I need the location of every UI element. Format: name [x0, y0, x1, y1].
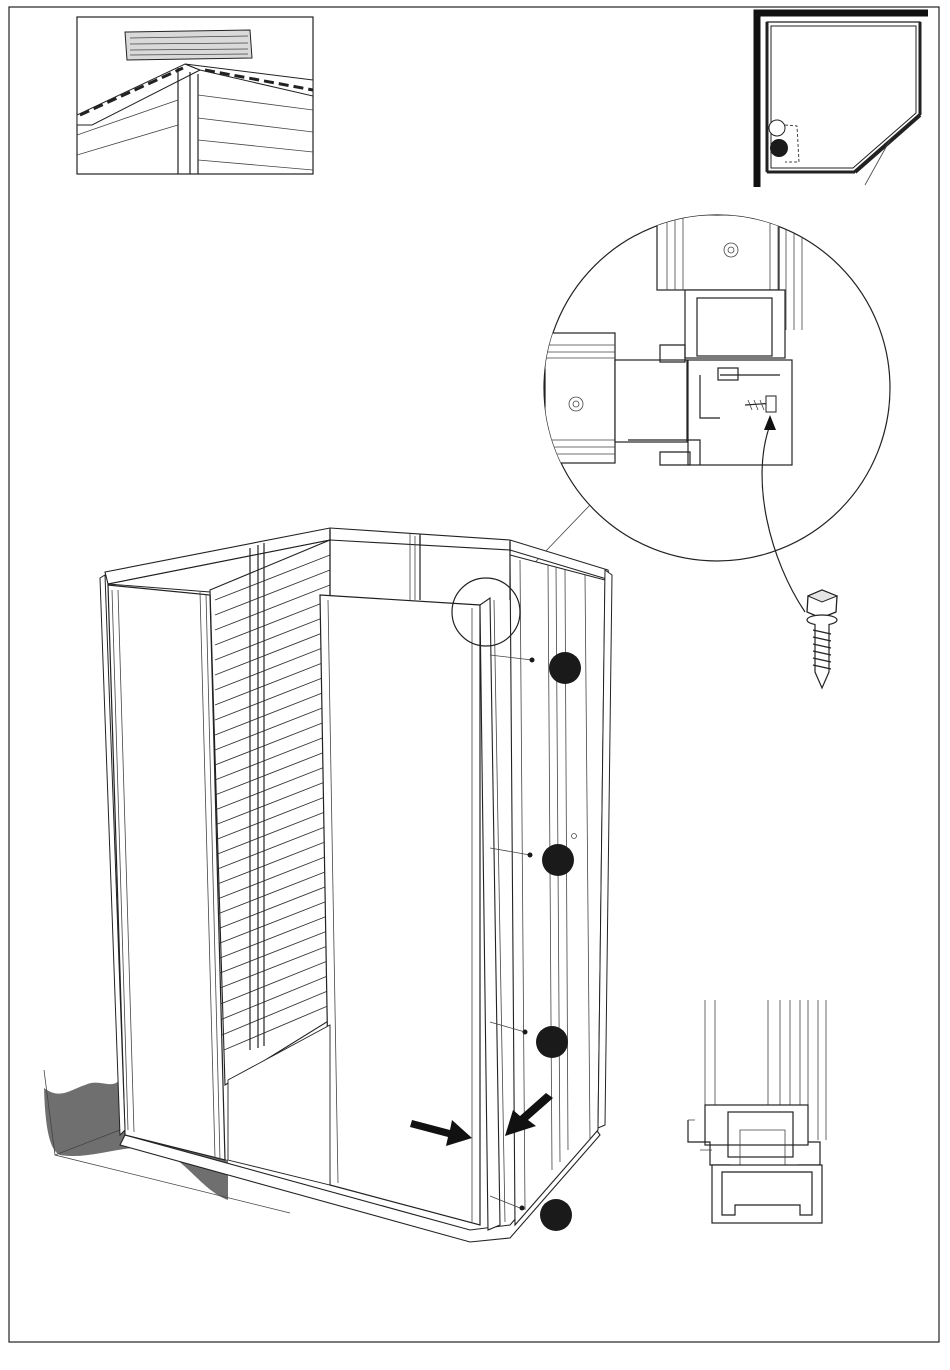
floor-plan-marker	[770, 139, 788, 157]
detail-magnifier	[520, 215, 890, 578]
step-marker-3	[536, 1026, 568, 1058]
inset-profile-section	[688, 1000, 826, 1223]
inset-roof-joint	[77, 17, 313, 174]
step-marker-4	[540, 1199, 572, 1231]
step-marker-2	[542, 844, 574, 876]
step-marker-1	[549, 652, 581, 684]
shed-frame-assembly	[44, 528, 612, 1242]
self-drilling-hex-screw-icon	[807, 590, 837, 688]
corner-post	[480, 598, 500, 1230]
inset-floor-plan	[757, 13, 928, 187]
